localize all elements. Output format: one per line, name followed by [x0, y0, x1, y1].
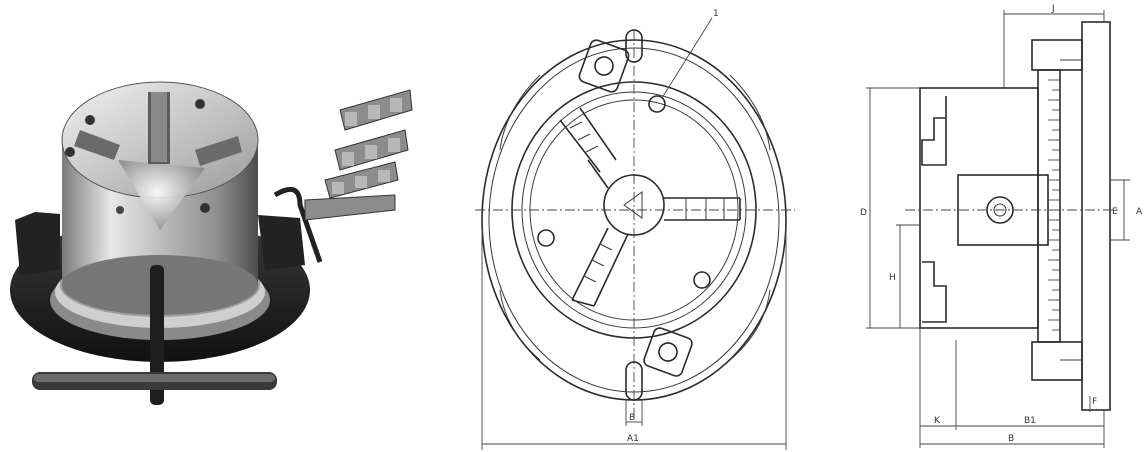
dim-b1-label: B1 — [1024, 416, 1036, 426]
dim-e-label: E — [1112, 207, 1118, 217]
dim-d-label: D — [860, 208, 867, 218]
dim-a1-label: A1 — [627, 434, 639, 444]
callout-1-label: 1 — [713, 9, 719, 19]
dim-a-label: A — [1136, 207, 1143, 217]
dim-b-label: B — [1008, 434, 1014, 444]
dim-h-label: H — [889, 273, 896, 283]
front-view-drawing: 1 B A1 — [475, 9, 795, 450]
dim-j-label: J — [1051, 4, 1055, 14]
product-photo — [10, 81, 413, 405]
dim-slot-width-label: B — [629, 413, 635, 423]
side-view-drawing: J D H E A K B1 B F — [860, 4, 1143, 448]
dim-k-label: K — [934, 416, 941, 426]
dim-f-label: F — [1092, 397, 1097, 407]
